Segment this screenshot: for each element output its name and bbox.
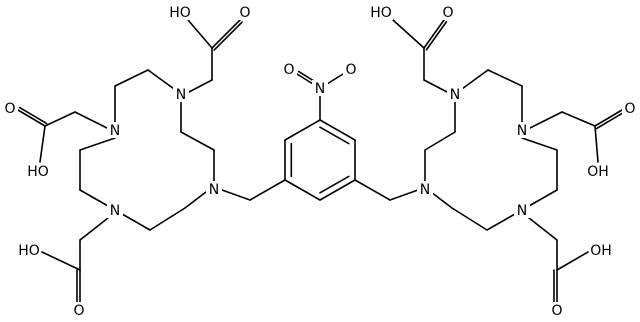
nitro-o-left-label: O bbox=[283, 62, 294, 78]
left-ring-n-top-label: N bbox=[176, 87, 186, 103]
right-ring-n-left-label: N bbox=[420, 182, 430, 198]
acid5-arm-bond bbox=[529, 111, 563, 129]
ch2-left-bond bbox=[221, 189, 251, 201]
left-ring-n-right-label: N bbox=[209, 182, 219, 198]
acid6-oh-bond bbox=[556, 251, 589, 271]
acid1-arm-bond bbox=[188, 79, 213, 93]
acid4-hydroxyl-label: HO bbox=[370, 5, 392, 21]
benzene-bond bbox=[319, 119, 356, 141]
left-ring-bond bbox=[121, 213, 151, 231]
benzene-bond bbox=[284, 119, 321, 141]
acid2-hydroxyl-label: HO bbox=[27, 164, 49, 180]
right-ring-n-bottom-label: N bbox=[517, 203, 527, 219]
acid4-arm-bond bbox=[423, 79, 448, 93]
ch2-right-bond bbox=[389, 189, 419, 201]
benzyl-left-bond bbox=[249, 179, 286, 201]
acid2-oh-bond bbox=[39, 125, 46, 163]
benzene-inner-bond bbox=[319, 126, 350, 145]
nitro-n-label: N bbox=[315, 81, 325, 97]
right-ring-n-right-label: N bbox=[517, 123, 527, 139]
right-ring-bond bbox=[424, 131, 456, 151]
left-ring-bond bbox=[114, 69, 149, 87]
right-ring-bond bbox=[528, 189, 558, 207]
left-ring-n-bottom-label: N bbox=[110, 203, 120, 219]
left-ring-bond bbox=[79, 189, 109, 207]
nitro-o-right-label: O bbox=[345, 62, 356, 78]
acid6-hydroxyl-label: OH bbox=[590, 243, 612, 259]
acid1-oh-bond bbox=[187, 19, 213, 49]
acid3-oh-bond bbox=[41, 251, 81, 271]
right-ring-bond bbox=[521, 137, 558, 151]
left-ring-n-left-label: N bbox=[110, 123, 120, 139]
nitro-no-double-bond bbox=[297, 70, 316, 83]
acid5-co-bond bbox=[594, 109, 623, 127]
acid5-hydroxyl-label: OH bbox=[587, 164, 609, 180]
acid4-carbonyl-o-label: O bbox=[442, 5, 453, 21]
acid2-carbonyl-o-label: O bbox=[4, 101, 15, 117]
bond-layer bbox=[17, 19, 625, 303]
acid2-co-bond bbox=[18, 106, 48, 125]
acid1-co-bond bbox=[213, 21, 243, 51]
acid1-hydroxyl-label: HO bbox=[169, 5, 191, 21]
acid3-arm-bond bbox=[79, 217, 109, 241]
acid2-co-bond bbox=[17, 109, 46, 127]
acid4-co-bond bbox=[423, 19, 445, 49]
acid1-co-bond bbox=[211, 19, 241, 49]
right-ring-bond bbox=[451, 207, 488, 231]
acid5-oh-bond bbox=[594, 125, 599, 163]
nitro-no-bond bbox=[326, 73, 344, 85]
acid3-carbonyl-o-label: O bbox=[73, 303, 84, 319]
right-ring-bond bbox=[486, 213, 516, 231]
benzene-bond bbox=[284, 179, 321, 201]
benzene-inner-bond bbox=[319, 175, 350, 194]
nitro-no-double-bond bbox=[296, 73, 314, 85]
acid5-co-bond bbox=[595, 111, 625, 130]
acid2-arm-bond bbox=[74, 111, 108, 129]
acid4-oh-bond bbox=[392, 19, 425, 49]
right-ring-bond bbox=[487, 69, 523, 87]
acid1-carbonyl-o-label: O bbox=[239, 5, 250, 21]
right-ring-bond bbox=[430, 191, 453, 209]
acid4-co-bond bbox=[425, 20, 448, 51]
benzene-bond bbox=[319, 179, 356, 201]
acid5-carbonyl-o-label: O bbox=[624, 101, 635, 117]
benzyl-right-bond bbox=[354, 179, 391, 201]
left-ring-bond bbox=[79, 137, 116, 151]
acid3-hydroxyl-label: HO bbox=[18, 243, 40, 259]
right-ring-n-top-label: N bbox=[450, 87, 460, 103]
acid6-arm-bond bbox=[528, 217, 558, 241]
acid5-arm-bond bbox=[561, 111, 596, 127]
acid2-arm-bond bbox=[44, 111, 76, 127]
left-ring-bond bbox=[184, 191, 207, 209]
left-ring-bond bbox=[180, 131, 215, 151]
left-ring-bond bbox=[149, 207, 186, 231]
acid6-carbonyl-o-label: O bbox=[551, 303, 562, 319]
